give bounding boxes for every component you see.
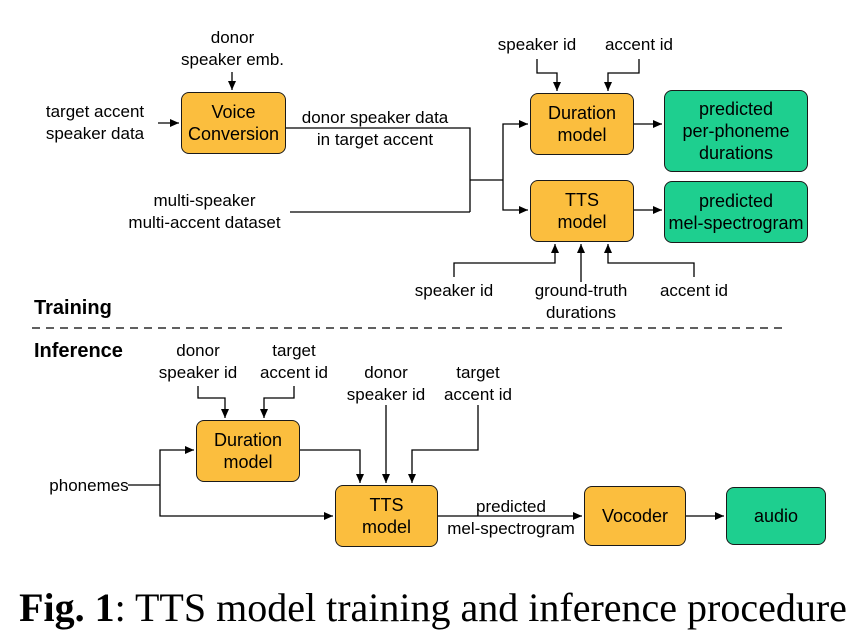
arrow-phonemes-to-tts: [159, 485, 333, 520]
arrow-donor-id-to-duration: [197, 386, 229, 418]
donor-speaker-id-label-2: donor speaker id: [346, 363, 426, 404]
ground-truth-durations-label: ground-truth durations: [534, 281, 628, 322]
tts-model-box: TTS model: [530, 180, 634, 242]
inference-section-label: Inference: [34, 340, 123, 362]
arrow-speaker-id-to-tts: [453, 244, 559, 277]
vocoder-box: Vocoder: [584, 486, 686, 546]
predicted-mel-box: predicted mel-spectrogram: [664, 181, 808, 243]
arrow-branch-to-duration: [502, 120, 528, 180]
arrow-target-accent-to-tts: [408, 405, 479, 483]
target-accent-speaker-data-label: target accent speaker data: [45, 102, 145, 143]
speaker-id-bottom-label: speaker id: [414, 281, 494, 300]
donor-speaker-emb-label: donor speaker emb.: [181, 28, 284, 69]
audio-box: audio: [726, 487, 826, 545]
target-accent-id-label-1: target accent id: [259, 341, 329, 382]
arrow-phonemes-to-duration: [159, 446, 194, 485]
inference-tts-model-box: TTS model: [335, 485, 438, 547]
figure-number: Fig. 1: [19, 585, 115, 630]
duration-model-box: Duration model: [530, 93, 634, 155]
predicted-durations-box: predicted per-phoneme durations: [664, 90, 808, 172]
caption-text: : TTS model training and inference proce…: [114, 585, 847, 630]
arrow-branch-to-tts: [502, 180, 528, 214]
arrow-accent-id-to-duration: [604, 59, 640, 91]
line-vc-to-merge: [286, 127, 471, 212]
speaker-id-top-label: speaker id: [497, 35, 577, 54]
target-accent-id-label-2: target accent id: [443, 363, 513, 404]
voice-conversion-box: Voice Conversion: [181, 92, 286, 154]
figure-caption: Fig. 1: TTS model training and inference…: [0, 584, 866, 631]
multi-speaker-dataset-label: multi-speaker multi-accent dataset: [128, 191, 281, 232]
arrow-target-accent-to-duration: [260, 386, 295, 418]
arrow-speaker-id-to-duration: [536, 59, 561, 91]
inference-duration-model-box: Duration model: [196, 420, 300, 482]
arrow-duration-to-tts: [300, 449, 364, 483]
arrow-accent-id-to-tts: [604, 244, 695, 277]
donor-speaker-id-label-1: donor speaker id: [158, 341, 238, 382]
phonemes-label: phonemes: [49, 476, 129, 495]
predicted-mel-label: predicted mel-spectrogram: [447, 497, 575, 538]
donor-speaker-data-label: donor speaker data in target accent: [301, 108, 449, 149]
accent-id-top-label: accent id: [604, 35, 674, 54]
accent-id-bottom-label: accent id: [659, 281, 729, 300]
training-section-label: Training: [34, 297, 112, 319]
